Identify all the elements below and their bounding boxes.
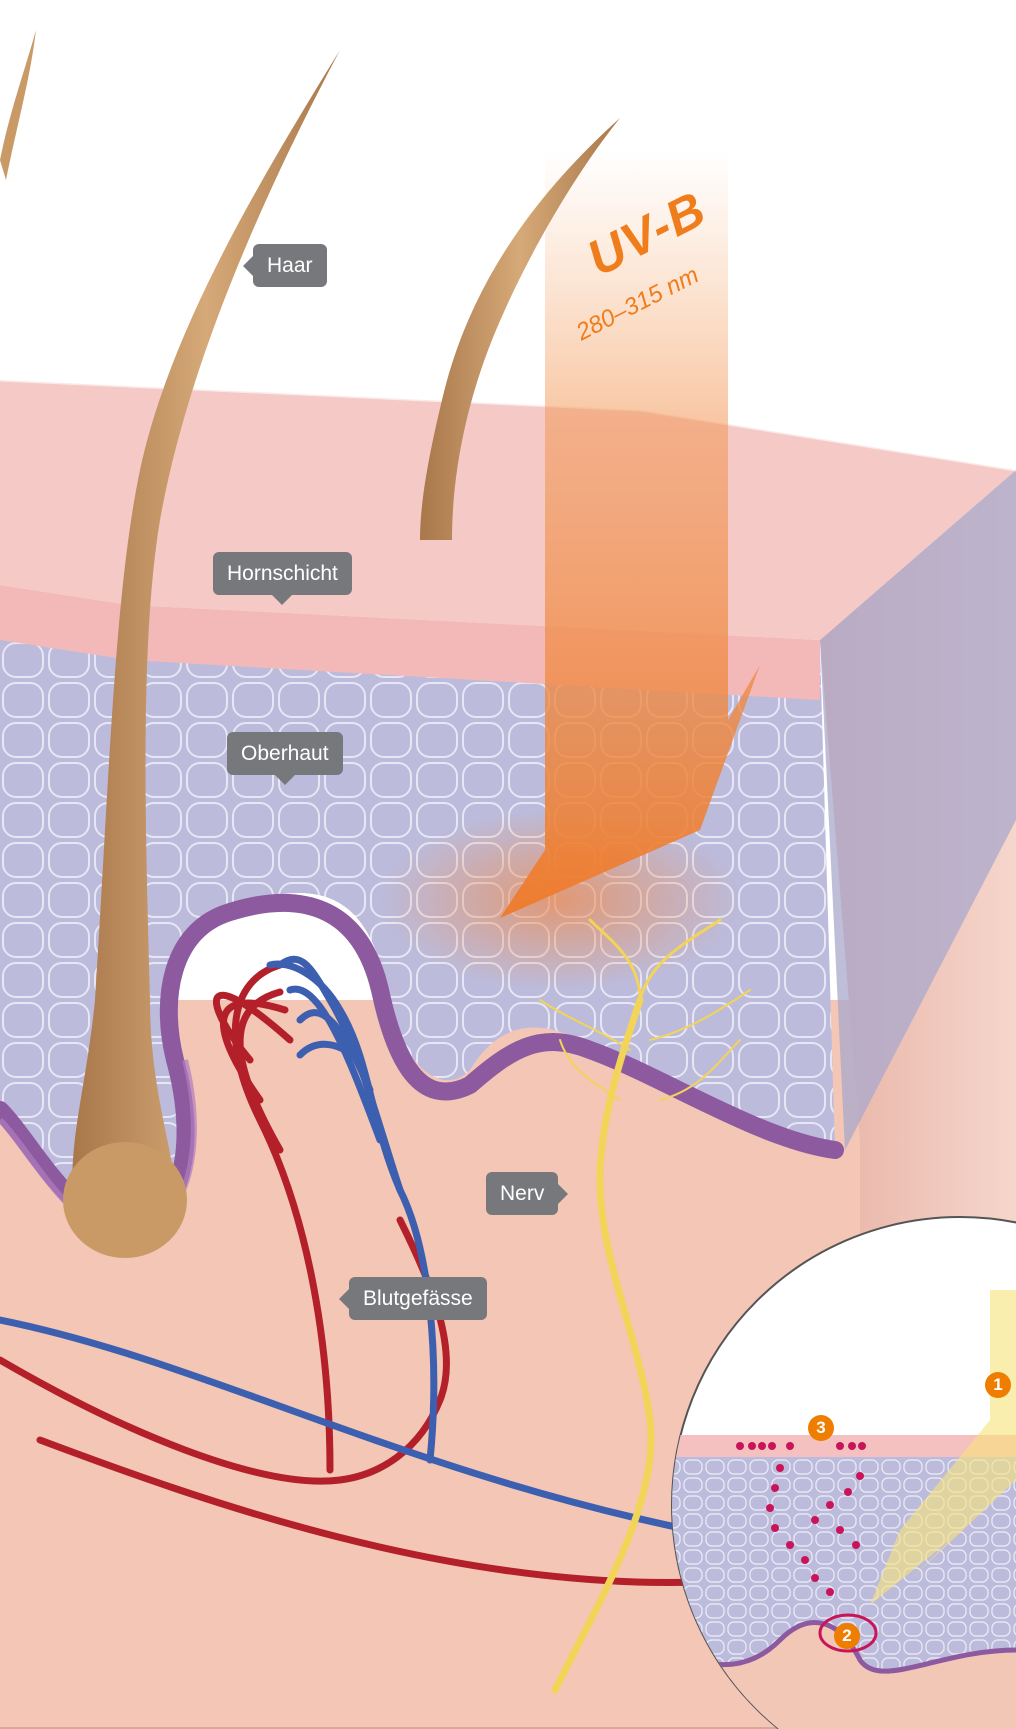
inset-marker-3: 3 bbox=[808, 1415, 834, 1441]
callout-hair: Haar bbox=[253, 244, 327, 287]
hair-bulb bbox=[63, 1142, 187, 1258]
callout-stratum-corneum: Hornschicht bbox=[213, 552, 352, 595]
callout-nerve: Nerv bbox=[486, 1172, 558, 1215]
callout-epidermis: Oberhaut bbox=[227, 732, 343, 775]
hair-left-tip bbox=[0, 30, 36, 180]
inset-marker-2: 2 bbox=[834, 1623, 860, 1649]
inset-marker-1: 1 bbox=[985, 1372, 1011, 1398]
callout-blood-vessels: Blutgefässe bbox=[349, 1277, 487, 1320]
